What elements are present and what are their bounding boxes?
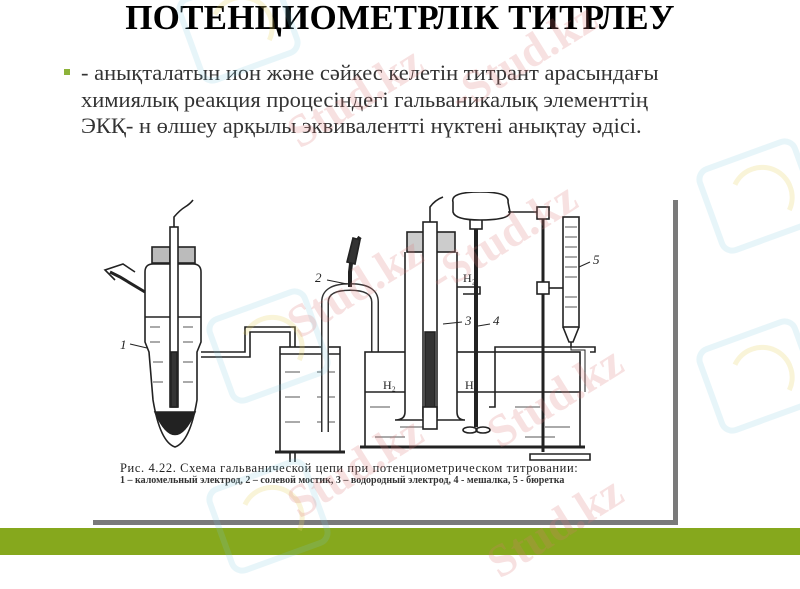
label-1: 1 — [120, 337, 127, 352]
slide-title: ПОТЕНЦИОМЕТРЛІК ТИТРЛЕУ — [125, 0, 675, 37]
watermark-logo-icon — [692, 134, 800, 258]
caption-legend: 1 – каломельный электрод, 2 – солевой мо… — [120, 475, 565, 486]
figure-caption: Рис. 4.22. Схема гальванической цепи при… — [120, 462, 620, 487]
square-bullet-icon — [64, 69, 70, 75]
label-3: 3 — [464, 313, 472, 328]
label-2: 2 — [315, 270, 322, 285]
label-4: 4 — [493, 313, 500, 328]
footer-bar — [0, 528, 800, 555]
bullet-text: - анықталатын ион және сәйкес келетін ти… — [81, 60, 659, 138]
bullet-item: - анықталатын ион және сәйкес келетін ти… — [64, 60, 684, 140]
label-h2-right: H₂ — [465, 378, 478, 392]
caption-title: Рис. 4.22. Схема гальванической цепи при… — [120, 461, 579, 475]
watermark-logo-icon — [692, 314, 800, 438]
label-h2-top: H₂ — [463, 271, 476, 285]
label-5: 5 — [593, 252, 600, 267]
label-h2-left: H₂ — [383, 378, 396, 392]
galvanic-cell-diagram: 1 2 3 4 5 H₂ H₂ H₂ — [103, 192, 600, 462]
